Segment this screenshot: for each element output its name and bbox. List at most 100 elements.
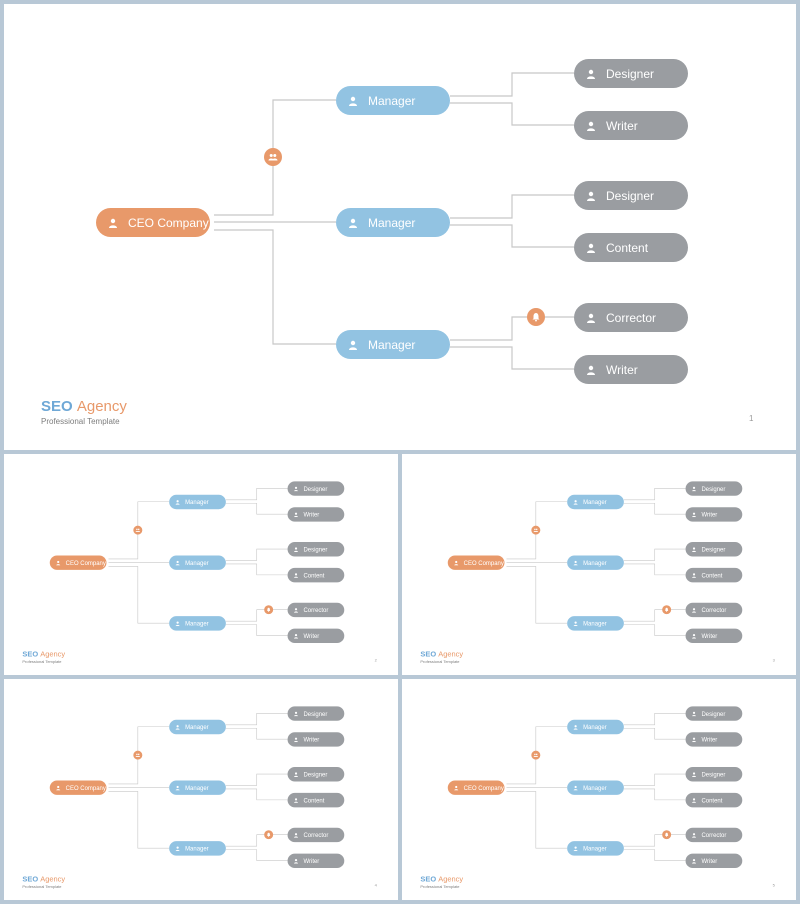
- staff-node[interactable]: Designer: [574, 59, 688, 88]
- staff-node[interactable]: Corrector: [287, 827, 345, 843]
- staff-node[interactable]: Corrector: [574, 303, 688, 332]
- staff-node[interactable]: Designer: [287, 481, 345, 496]
- slide-thumbnail[interactable]: CEO Company Manager Manager Manager Desi…: [4, 679, 398, 900]
- page-number: 5: [772, 882, 775, 888]
- brand-agency: Agency: [40, 650, 66, 659]
- bell-icon: [266, 832, 271, 837]
- staff-node[interactable]: Writer: [685, 628, 743, 644]
- brand-subtitle: Professional Template: [420, 884, 460, 889]
- person-icon: [692, 711, 697, 717]
- ceo-node[interactable]: CEO Company: [96, 208, 210, 237]
- staff-node[interactable]: Content: [685, 567, 743, 583]
- manager-node[interactable]: Manager: [567, 780, 624, 795]
- person-icon: [175, 621, 180, 626]
- person-icon: [294, 798, 299, 803]
- staff-node[interactable]: Writer: [287, 628, 345, 644]
- manager-node[interactable]: Manager: [169, 780, 226, 795]
- staff-label: Designer: [701, 485, 726, 493]
- person-icon: [692, 547, 697, 552]
- staff-node[interactable]: Designer: [685, 481, 743, 496]
- ceo-node[interactable]: CEO Company: [447, 555, 505, 570]
- manager-node[interactable]: Manager: [567, 494, 624, 510]
- staff-node[interactable]: Writer: [685, 853, 743, 869]
- ceo-node[interactable]: CEO Company: [447, 780, 505, 795]
- staff-node[interactable]: Writer: [685, 732, 743, 747]
- staff-node[interactable]: Writer: [287, 732, 345, 747]
- manager-node[interactable]: Manager: [336, 330, 450, 359]
- people-group-icon: [268, 154, 278, 161]
- brand-seo: SEO: [41, 398, 73, 415]
- staff-node[interactable]: Writer: [287, 853, 345, 869]
- staff-node[interactable]: Designer: [574, 181, 688, 210]
- manager-label: Manager: [185, 498, 209, 506]
- person-icon: [294, 512, 299, 517]
- person-icon: [349, 218, 357, 228]
- brand-subtitle: Professional Template: [22, 659, 62, 664]
- manager-node[interactable]: Manager: [567, 719, 624, 735]
- manager-node[interactable]: Manager: [336, 208, 450, 237]
- manager-node[interactable]: Manager: [567, 841, 624, 856]
- person-icon: [294, 711, 299, 717]
- manager-node[interactable]: Manager: [169, 719, 226, 735]
- person-icon: [454, 785, 459, 791]
- page-number: 4: [374, 882, 377, 888]
- person-icon: [692, 573, 697, 578]
- people-group-icon: [135, 753, 141, 757]
- person-icon: [349, 96, 357, 106]
- person-icon: [454, 560, 459, 566]
- slide-thumbnail[interactable]: CEO Company Manager Manager Manager Desi…: [402, 679, 796, 900]
- staff-node[interactable]: Content: [287, 567, 345, 583]
- manager-node[interactable]: Manager: [567, 616, 624, 631]
- group-marker: [264, 148, 282, 166]
- people-group-icon: [533, 528, 539, 532]
- brand-agency: Agency: [76, 398, 127, 415]
- slide-thumbnail[interactable]: CEO Company Manager Manager Manager Desi…: [4, 454, 398, 675]
- brand-subtitle: Professional Template: [420, 659, 460, 664]
- brand-agency: Agency: [40, 875, 66, 884]
- ceo-node[interactable]: CEO Company: [49, 780, 107, 795]
- staff-node[interactable]: Content: [287, 792, 345, 808]
- person-icon: [294, 573, 299, 578]
- slide-main[interactable]: CEO Company Manager Manager Manager Desi…: [4, 4, 796, 450]
- staff-node[interactable]: Writer: [685, 507, 743, 522]
- staff-label: Corrector: [701, 831, 727, 839]
- bell-marker: [264, 605, 274, 615]
- slide-thumbnail[interactable]: CEO Company Manager Manager Manager Desi…: [402, 454, 796, 675]
- staff-label: Writer: [606, 362, 638, 377]
- staff-node[interactable]: Corrector: [685, 602, 743, 618]
- manager-node[interactable]: Manager: [169, 841, 226, 856]
- staff-label: Writer: [303, 632, 320, 640]
- staff-label: Corrector: [606, 310, 657, 325]
- person-icon: [56, 785, 61, 791]
- staff-node[interactable]: Designer: [287, 706, 345, 721]
- manager-node[interactable]: Manager: [567, 555, 624, 570]
- bell-marker: [662, 605, 672, 615]
- staff-label: Content: [303, 571, 325, 579]
- manager-label: Manager: [583, 559, 607, 567]
- person-icon: [692, 772, 697, 777]
- manager-label: Manager: [368, 93, 416, 108]
- staff-node[interactable]: Designer: [685, 706, 743, 721]
- staff-node[interactable]: Content: [574, 233, 688, 262]
- staff-label: Writer: [701, 632, 718, 640]
- page-number: 2: [374, 657, 377, 663]
- manager-node[interactable]: Manager: [336, 86, 450, 115]
- staff-node[interactable]: Designer: [287, 542, 345, 557]
- manager-node[interactable]: Manager: [169, 555, 226, 570]
- ceo-node[interactable]: CEO Company: [49, 555, 107, 570]
- staff-node[interactable]: Writer: [574, 355, 688, 384]
- person-icon: [573, 846, 578, 851]
- staff-node[interactable]: Designer: [685, 542, 743, 557]
- staff-node[interactable]: Content: [685, 792, 743, 808]
- staff-node[interactable]: Designer: [685, 767, 743, 782]
- staff-label: Corrector: [303, 606, 329, 614]
- manager-node[interactable]: Manager: [169, 494, 226, 510]
- staff-node[interactable]: Designer: [287, 767, 345, 782]
- staff-node[interactable]: Writer: [574, 111, 688, 140]
- bell-marker: [527, 308, 545, 326]
- staff-node[interactable]: Corrector: [287, 602, 345, 618]
- staff-label: Writer: [606, 118, 638, 133]
- staff-node[interactable]: Writer: [287, 507, 345, 522]
- manager-node[interactable]: Manager: [169, 616, 226, 631]
- staff-node[interactable]: Corrector: [685, 827, 743, 843]
